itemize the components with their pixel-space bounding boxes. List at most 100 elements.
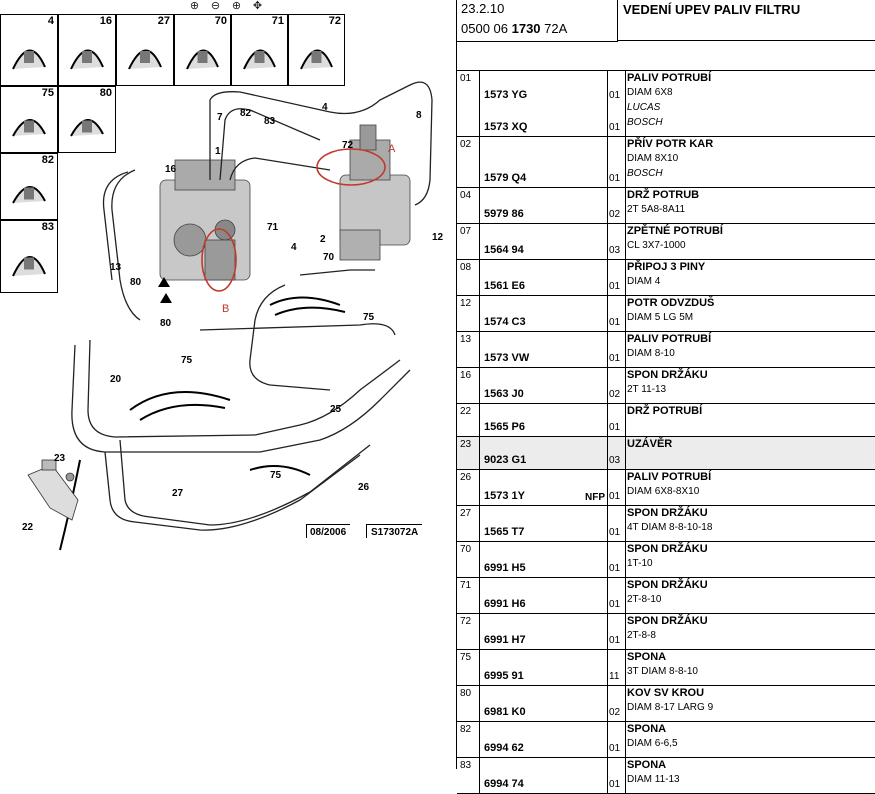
- zoom-in-button[interactable]: ⊕: [189, 0, 200, 12]
- part-reference: 1579 Q4: [484, 172, 527, 184]
- part-thumbnail[interactable]: 80: [58, 86, 116, 153]
- header-id-cell: 23.2.10 0500 06 1730 72A: [457, 0, 618, 42]
- reference-cell: 6991 H5: [480, 542, 608, 577]
- zoom-out-button[interactable]: ⊖: [210, 0, 221, 12]
- callout-number: 2: [320, 234, 326, 245]
- part-spec: BOSCH: [627, 168, 663, 179]
- part-name: SPON DRŽÁKU: [627, 543, 708, 555]
- part-name: SPONA: [627, 759, 667, 771]
- header-spacer: [457, 42, 875, 71]
- part-thumbnail[interactable]: 83: [0, 220, 58, 293]
- pan-button[interactable]: ✥: [252, 0, 263, 12]
- part-name: PALIV POTRUBÍ: [627, 72, 712, 84]
- diagram-date-box: 08/2006: [306, 524, 351, 538]
- part-sketch-icon: [12, 49, 46, 70]
- part-sketch-icon: [128, 49, 162, 70]
- reference-cell: 1565 T7: [480, 506, 608, 541]
- part-reference: 1565 P6: [484, 421, 525, 433]
- part-thumbnail[interactable]: 75: [0, 86, 58, 153]
- description-cell: DRŽ POTRUBÍ: [625, 404, 875, 418]
- part-thumbnail[interactable]: 71: [231, 14, 288, 86]
- quantity-value: 01: [609, 491, 621, 502]
- position-number: 13: [457, 332, 480, 367]
- part-reference: 1574 C3: [484, 316, 526, 328]
- part-sketch-icon: [70, 119, 104, 137]
- part-thumbnail[interactable]: 16: [58, 14, 116, 86]
- code-prefix: 0500 06: [461, 21, 512, 36]
- quantity-cell: 02: [607, 686, 626, 721]
- part-thumbnail[interactable]: 70: [174, 14, 231, 86]
- quantity-cell: 01: [607, 542, 626, 577]
- position-number: 16: [457, 368, 480, 403]
- reference-cell: 1573 VW: [480, 332, 608, 367]
- quantity-cell: 02: [607, 368, 626, 403]
- part-spec: DIAM 4: [627, 276, 661, 287]
- part-name: KOV SV KROU: [627, 687, 705, 699]
- quantity-value: 02: [609, 707, 621, 718]
- zoom-toolbar: ⊕ ⊖ ⊕ ✥: [186, 0, 266, 14]
- part-sketch-icon: [12, 119, 46, 137]
- part-sketch-icon: [12, 186, 46, 204]
- part-reference: 6994 62: [484, 742, 524, 754]
- part-thumbnail[interactable]: 82: [0, 153, 58, 220]
- position-number: 75: [457, 650, 480, 685]
- part-spec: DIAM 6-6,5: [627, 738, 678, 749]
- position-number: 01: [457, 71, 480, 136]
- part-spec: DIAM 6X8-8X10: [627, 486, 700, 497]
- part-reference: 6981 K0: [484, 706, 526, 718]
- part-name: SPONA: [627, 723, 667, 735]
- part-name: SPON DRŽÁKU: [627, 579, 708, 591]
- quantity-value: 01: [609, 353, 621, 364]
- quantity-value: 01: [609, 527, 621, 538]
- zoom-window-button[interactable]: ⊕: [231, 0, 242, 12]
- reference-cell: 1563 J0: [480, 368, 608, 403]
- callout-number: 23: [54, 453, 66, 464]
- callout-number: 82: [240, 108, 252, 119]
- part-thumbnail[interactable]: 4: [0, 14, 58, 86]
- thumbnail-number: 27: [157, 15, 170, 27]
- quantity-value: 01: [609, 743, 621, 754]
- part-name: UZÁVĚR: [627, 438, 673, 450]
- part-thumbnail[interactable]: 27: [116, 14, 174, 86]
- part-spec: 2T-8-8: [627, 630, 656, 641]
- quantity-cell: 03: [607, 437, 626, 469]
- quantity-cell: 01: [607, 506, 626, 541]
- callout-number: 4: [322, 102, 328, 113]
- part-spec: DIAM 5 LG 5M: [627, 312, 694, 323]
- callout-number: 27: [172, 488, 184, 499]
- part-spec: LUCAS: [627, 102, 661, 113]
- thumbnail-number: 4: [47, 15, 54, 27]
- quantity-value: 01: [609, 122, 621, 133]
- part-sketch-icon: [70, 49, 104, 70]
- thumbnail-number: 72: [328, 15, 341, 27]
- callout-number: 7: [217, 112, 223, 123]
- position-number: 02: [457, 137, 480, 187]
- part-reference: 1573 YG: [484, 89, 528, 101]
- part-thumbnail[interactable]: 72: [288, 14, 345, 86]
